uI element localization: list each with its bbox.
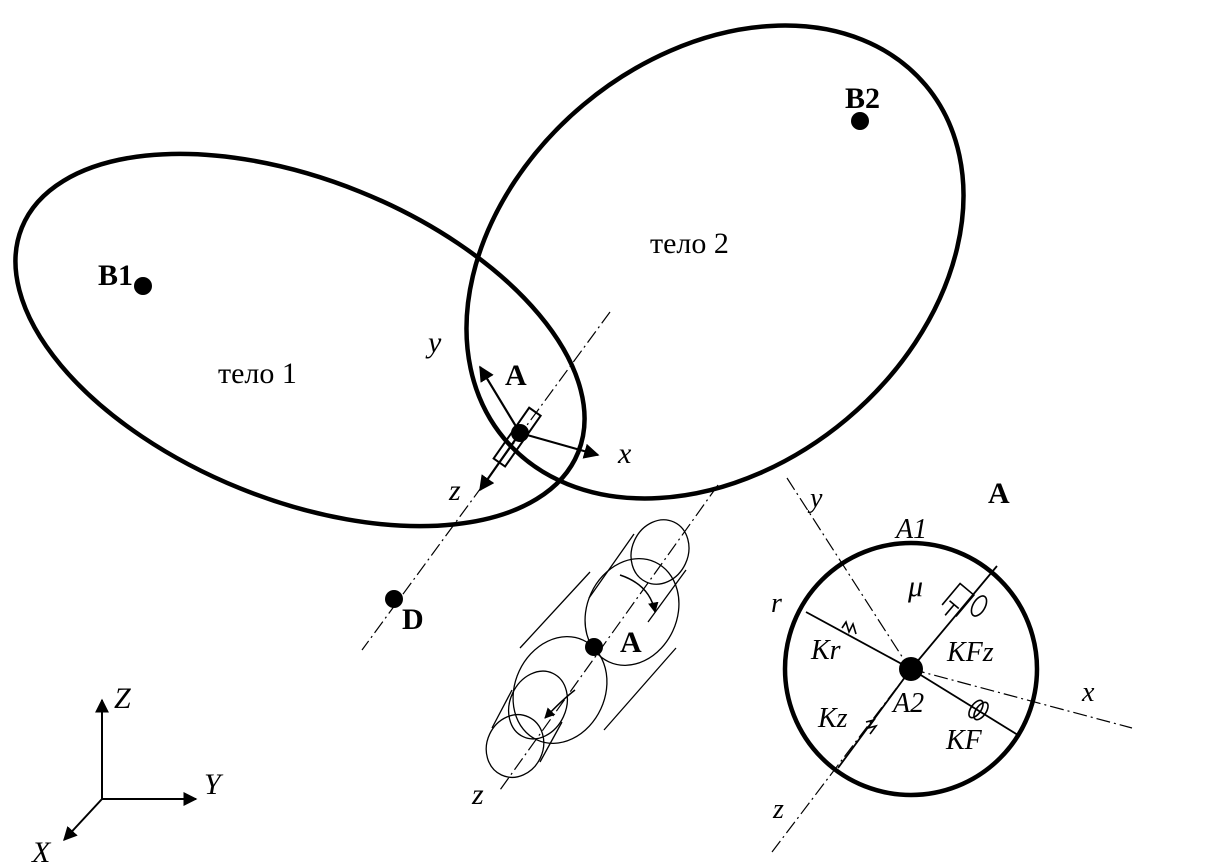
- cylinder-a-point: [585, 638, 603, 656]
- detail-kz-label: Kz: [817, 703, 848, 734]
- detail-outer-circle: [782, 540, 1040, 798]
- detail-view-a: [771, 477, 1133, 853]
- point-d: [385, 590, 403, 608]
- body2-label: тело 2: [650, 227, 729, 260]
- joint-a-label: A: [505, 359, 527, 392]
- joint-axis-line: [361, 311, 611, 651]
- damper-mu-icon: [941, 582, 976, 618]
- spring-kz-icon: [865, 718, 878, 735]
- global-x-axis: [63, 798, 103, 842]
- point-b1-label: B1: [98, 259, 133, 292]
- detail-a2-point: [899, 657, 923, 681]
- local-y-arrow: [479, 365, 521, 434]
- body1-label: тело 1: [218, 357, 297, 390]
- detail-x-axis: [910, 668, 1133, 729]
- point-b1: [134, 277, 152, 295]
- detail-mu-label: μ: [907, 570, 923, 603]
- cylinder-axis: [499, 484, 719, 791]
- global-z-label: Z: [114, 682, 131, 715]
- housing-upper-end: [584, 557, 680, 667]
- detail-x-label: x: [1081, 677, 1095, 708]
- lower-shaft-edge-1: [491, 689, 513, 729]
- detail-r-label: r: [771, 588, 782, 619]
- point-b2: [851, 112, 869, 130]
- detail-z-axis: [771, 668, 912, 853]
- lower-shaft-end: [485, 714, 545, 778]
- point-b2-label: B2: [845, 82, 880, 115]
- joint-a-point: [511, 424, 529, 442]
- detail-kfz-label: KFz: [946, 637, 994, 668]
- torsion-spring-kf-icon: [968, 699, 984, 719]
- detail-a2-label: A2: [891, 688, 924, 719]
- cylinder-a-label: A: [620, 626, 642, 659]
- lower-shaft-edge-2: [539, 721, 563, 763]
- upper-shaft-edge-2: [647, 569, 687, 623]
- local-z-arrow: [479, 432, 521, 492]
- upper-shaft-end: [630, 519, 690, 585]
- cylinder-joint-view: [485, 484, 719, 791]
- housing-edge-1: [519, 571, 591, 649]
- detail-upper-link: [910, 565, 998, 670]
- body1-outline: [13, 151, 587, 529]
- detail-y-label: y: [807, 483, 823, 514]
- local-x-arrow: [519, 431, 600, 459]
- housing-edge-2: [603, 647, 677, 731]
- global-x-label: X: [31, 836, 52, 866]
- detail-kr-label: Kr: [810, 635, 841, 666]
- body2-outline: [464, 23, 966, 501]
- global-axes: [63, 698, 198, 842]
- local-x-label: x: [617, 437, 632, 470]
- lower-shaft-ring: [507, 670, 569, 740]
- rotation-arrow-upper: [619, 574, 659, 614]
- detail-kf-link: [910, 668, 1019, 736]
- detail-title: A: [988, 477, 1010, 510]
- local-y-label: y: [425, 326, 442, 359]
- point-d-label: D: [402, 603, 424, 636]
- torsion-spring-kf-icon-2: [973, 701, 989, 721]
- torsion-spring-kfz-icon: [970, 595, 988, 617]
- detail-kf-label: KF: [945, 725, 983, 756]
- detail-a1-label: A1: [894, 514, 927, 545]
- detail-z-label: z: [772, 794, 784, 825]
- local-z-label: z: [448, 474, 461, 507]
- upper-shaft-edge-1: [588, 533, 635, 599]
- spring-kr-icon: [841, 620, 857, 635]
- joint-a-local-frame: [479, 365, 600, 492]
- global-y-label: Y: [204, 768, 224, 801]
- housing-lower-end: [512, 635, 608, 745]
- cylinder-z-label: z: [471, 778, 484, 811]
- detail-r-link: [805, 611, 912, 670]
- rotation-arrow-lower: [544, 689, 576, 719]
- detail-lower-link: [837, 668, 912, 769]
- detail-y-axis: [786, 477, 911, 670]
